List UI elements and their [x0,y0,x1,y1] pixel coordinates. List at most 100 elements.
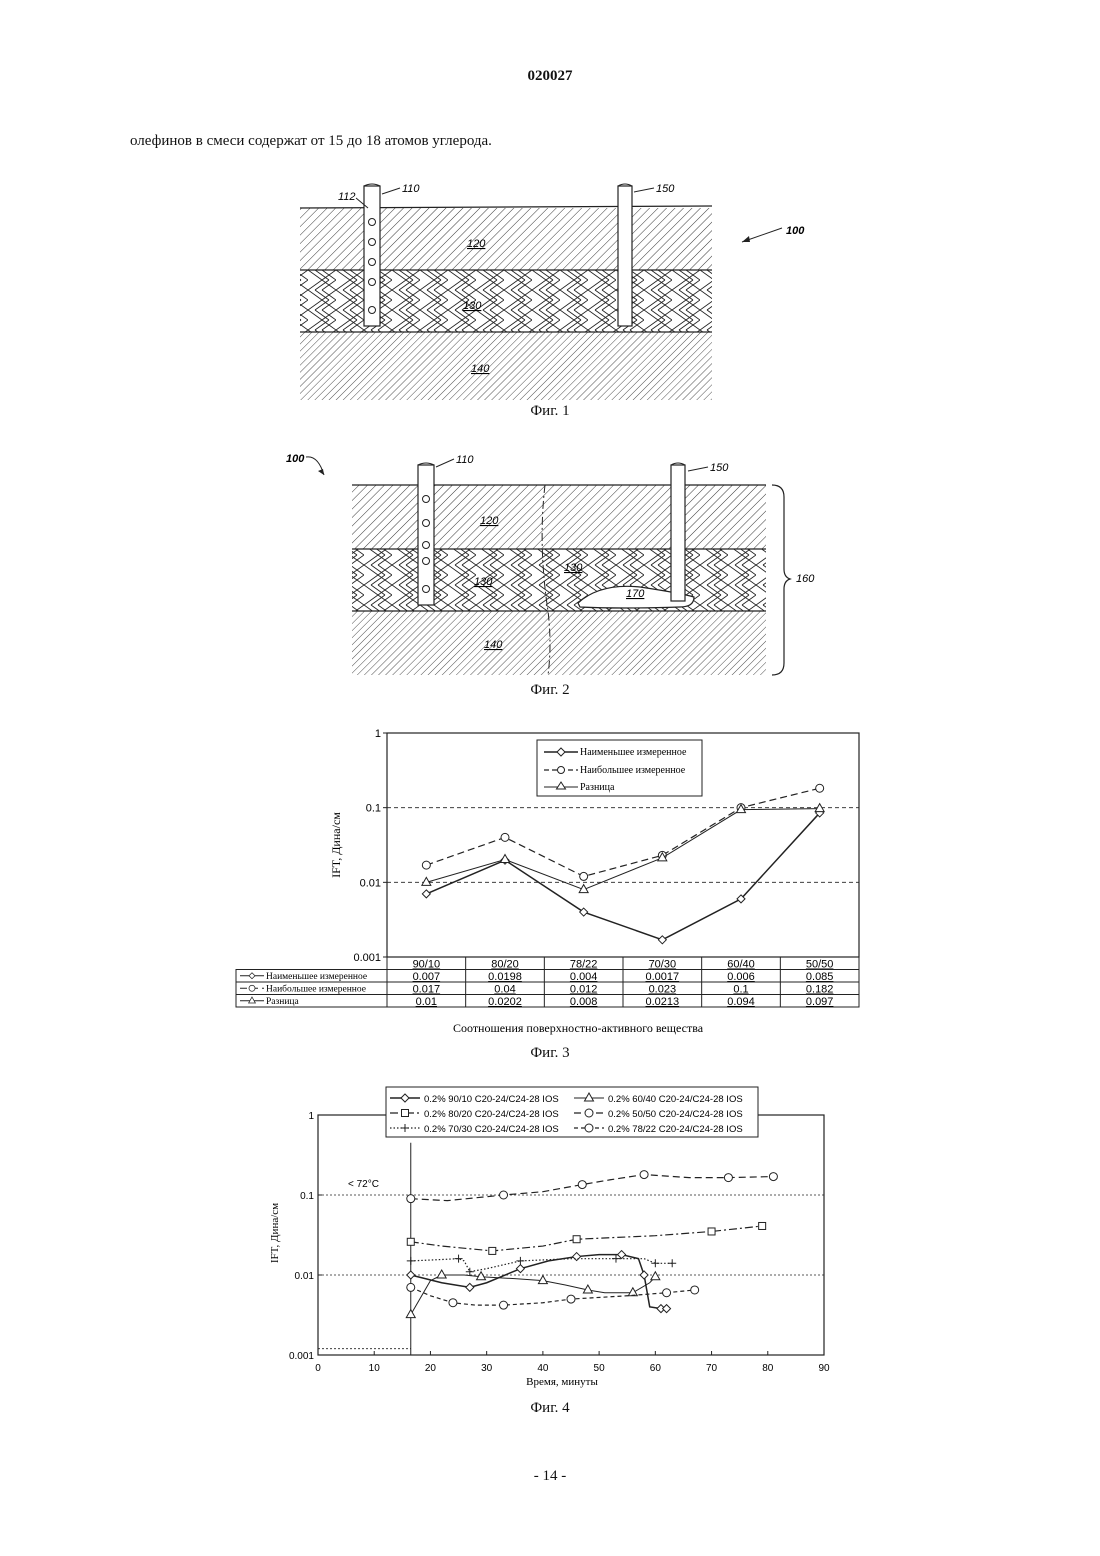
x-axis-label: Время, минуты [526,1376,598,1388]
data-point [500,1301,508,1309]
table-row [236,995,859,1008]
figure-1-caption: Фиг. 1 [0,403,1100,420]
legend-marker [402,1110,409,1117]
legend-label: 0.2% 60/40 C20-24/C24-28 IOS [608,1094,743,1105]
data-point [640,1171,648,1179]
x-tick-label: 10 [369,1363,381,1374]
x-tick-label: 70 [706,1363,718,1374]
label-140: 140 [484,639,503,651]
label-150: 150 [656,183,675,195]
label-112: 112 [338,191,356,203]
layer-middle [352,549,766,611]
table-row-label: Разница [266,997,300,1007]
data-point [816,784,824,792]
label-120: 120 [467,238,486,250]
legend-label: 0.2% 78/22 C20-24/C24-28 IOS [608,1124,743,1135]
legend-label-max: Наибольшее измеренное [580,765,686,776]
figure-2-caption: Фиг. 2 [0,682,1100,699]
table-cell: 0.007 [413,971,441,983]
table-cell: 0.04 [494,984,515,996]
legend-label: 0.2% 80/20 C20-24/C24-28 IOS [424,1109,559,1120]
legend-marker [585,1124,593,1132]
x-category-label: 50/50 [806,959,834,971]
label-130-right: 130 [564,562,583,574]
x-category-label: 60/40 [727,959,755,971]
x-tick-label: 20 [425,1363,437,1374]
table-cell: 0.094 [727,996,755,1008]
table-key-marker [249,997,256,1003]
x-tick-label: 50 [594,1363,606,1374]
y-tick-label: 0.1 [300,1191,314,1202]
legend: Наименьшее измеренное Наибольшее измерен… [537,740,702,796]
page-number: - 14 - [0,1468,1100,1485]
y-tick-label: 1 [308,1111,314,1122]
table-row-label: Наибольшее измеренное [266,984,366,995]
temperature-annotation: < 72°C [348,1179,379,1190]
label-100: 100 [286,453,305,465]
data-point [578,1181,586,1189]
table-cell: 0.0017 [646,971,680,983]
y-tick-label: 0.1 [366,803,381,815]
legend-label-diff: Разница [580,782,615,793]
table-cell: 0.01 [416,996,437,1008]
production-well [671,463,685,601]
y-tick-label: 0.001 [289,1351,314,1362]
x-tick-label: 40 [537,1363,549,1374]
table-cell: 0.0198 [488,971,522,983]
table-cell: 0.0213 [646,996,680,1008]
legend-label: 0.2% 70/30 C20-24/C24-28 IOS [424,1124,559,1135]
data-point [567,1295,575,1303]
label-130: 130 [463,300,482,312]
layer-top [300,206,712,270]
bracket-160 [772,485,790,675]
legend-label-min: Наименьшее измеренное [580,747,687,758]
label-130-left: 130 [474,576,493,588]
table-row-label: Наименьшее измеренное [266,972,367,982]
table-cell: 0.006 [727,971,755,983]
table-key-marker [249,973,255,979]
figure-3-caption: Фиг. 3 [0,1045,1100,1062]
production-well [618,184,632,326]
y-tick-label: 0.001 [353,952,381,964]
x-category-label: 80/20 [491,959,519,971]
y-axis-label: IFT, Дина/см [269,1203,281,1263]
x-tick-label: 90 [818,1363,830,1374]
figure-3-chart: 1 0.1 0.01 0.001 IFT, Дина/см Наименьшее из… [0,720,1100,1040]
data-point [708,1228,715,1235]
data-point [500,1191,508,1199]
data-point [724,1174,732,1182]
data-point [769,1173,777,1181]
x-category-label: 70/30 [649,959,677,971]
table-cell: 0.012 [570,984,598,996]
table-cell: 0.1 [733,984,748,996]
x-category-label: 78/22 [570,959,598,971]
data-point [489,1247,496,1254]
y-axis-label: IFT, Дина/см [329,812,343,878]
data-point [573,1236,580,1243]
table-cell: 0.085 [806,971,834,983]
x-tick-label: 0 [315,1363,321,1374]
label-150: 150 [710,462,729,474]
table-cell: 0.004 [570,971,598,983]
table-cell: 0.097 [806,996,834,1008]
x-tick-label: 60 [650,1363,662,1374]
figure-1-diagram: 110 112 150 100 120 130 140 [0,170,1100,410]
y-tick-label: 1 [375,728,381,740]
data-point [759,1222,766,1229]
label-110: 110 [402,183,420,195]
x-category-label: 90/10 [413,959,441,971]
x-tick-label: 30 [481,1363,493,1374]
data-point [449,1299,457,1307]
data-point [580,872,588,880]
legend-label: 0.2% 50/50 C20-24/C24-28 IOS [608,1109,743,1120]
layer-bottom [352,611,766,675]
label-120: 120 [480,515,499,527]
table-cell: 0.023 [649,984,677,996]
table-key-marker [249,985,255,991]
data-point [422,861,430,869]
legend-label: 0.2% 90/10 C20-24/C24-28 IOS [424,1094,559,1105]
label-170: 170 [626,588,645,600]
legend-marker [585,1109,593,1117]
label-140: 140 [471,363,490,375]
table-cell: 0.0202 [488,996,522,1008]
